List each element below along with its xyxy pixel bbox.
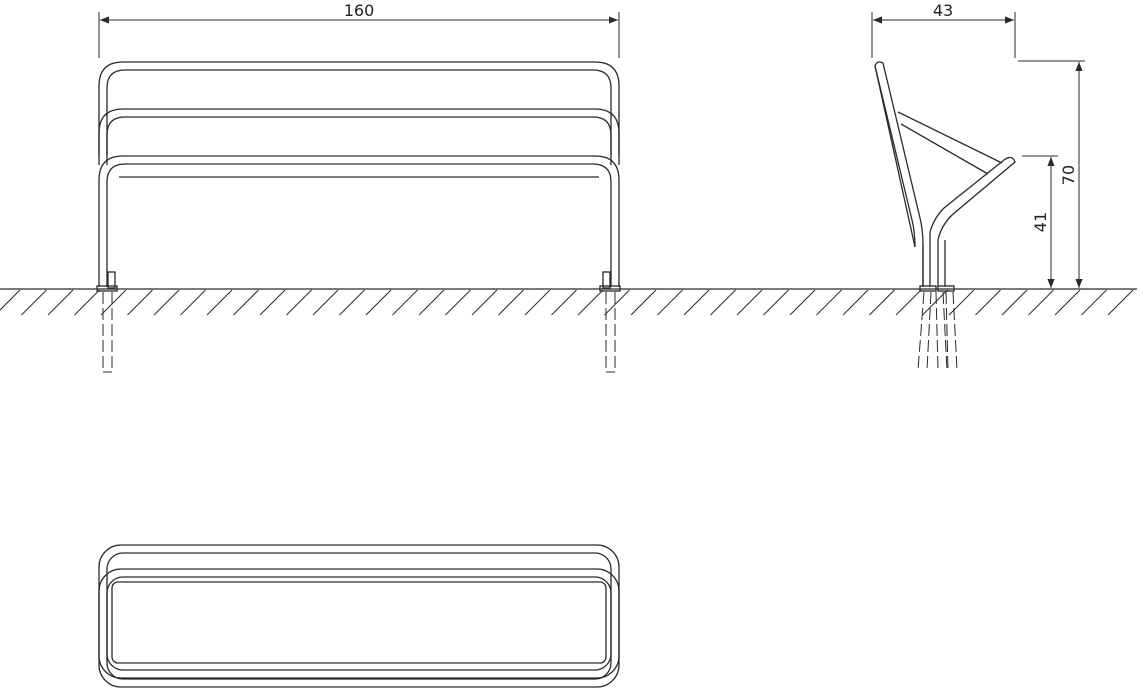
back-rail	[98, 61, 620, 155]
dimension-total-height: 70	[1018, 60, 1085, 288]
hatch-line	[312, 289, 339, 316]
hatch-line	[153, 289, 180, 316]
hatch-line	[1028, 289, 1054, 316]
hatch-line	[47, 289, 74, 316]
seat-height-label: 41	[1031, 212, 1050, 232]
hatch-line	[1081, 289, 1107, 316]
hatch-line	[471, 289, 498, 316]
hatch-line	[842, 289, 869, 316]
side-depth-label: 43	[933, 1, 953, 20]
hatch-line	[577, 289, 604, 316]
hatch-line	[975, 289, 1001, 316]
hatch-line	[869, 289, 895, 316]
front-view: 160	[96, 1, 621, 373]
hatch-line	[180, 289, 206, 316]
hatch-line	[392, 289, 418, 316]
ground	[0, 288, 1137, 316]
side-view: 43 70 41	[871, 1, 1085, 371]
side-base-plates	[919, 285, 955, 292]
hatch-line	[1054, 289, 1081, 316]
hatch-line	[683, 289, 710, 316]
side-anchors	[917, 291, 958, 371]
hatch-line	[418, 289, 445, 316]
hatch-line	[604, 289, 630, 316]
hatch-line	[21, 289, 47, 316]
hatch-line	[127, 289, 153, 316]
hatch-line	[339, 289, 365, 316]
hatch-line	[259, 289, 286, 316]
hatch-line	[524, 289, 551, 316]
ground-hatching	[0, 289, 1134, 316]
hatch-line	[100, 289, 127, 316]
front-anchors	[102, 292, 616, 373]
hatch-line	[1001, 289, 1028, 316]
hatch-line	[736, 289, 763, 316]
dimension-side-depth: 43	[871, 1, 1016, 58]
hatch-line	[763, 289, 789, 316]
hatch-line	[206, 289, 233, 316]
hatch-line	[1107, 289, 1134, 316]
hatch-line	[365, 289, 392, 316]
hatch-line	[816, 289, 842, 316]
hatch-line	[789, 289, 816, 316]
dimension-front-width: 160	[98, 1, 620, 58]
side-frame	[874, 61, 1016, 287]
front-base-plates	[96, 271, 621, 292]
hatch-line	[948, 289, 975, 316]
hatch-line	[233, 289, 259, 316]
hatch-line	[286, 289, 312, 316]
hatch-line	[895, 289, 922, 316]
hatch-line	[74, 289, 100, 316]
total-height-label: 70	[1059, 165, 1078, 185]
hatch-line	[710, 289, 736, 316]
top-view	[98, 544, 620, 688]
dimension-seat-height: 41	[1022, 155, 1058, 288]
front-rail-legs	[98, 155, 620, 287]
hatch-line	[630, 289, 657, 316]
hatch-line	[657, 289, 683, 316]
middle-rail	[98, 108, 620, 165]
front-width-label: 160	[344, 1, 375, 20]
hatch-line	[498, 289, 524, 316]
hatch-line	[445, 289, 471, 316]
hatch-line	[0, 289, 21, 311]
hatch-line	[551, 289, 577, 316]
